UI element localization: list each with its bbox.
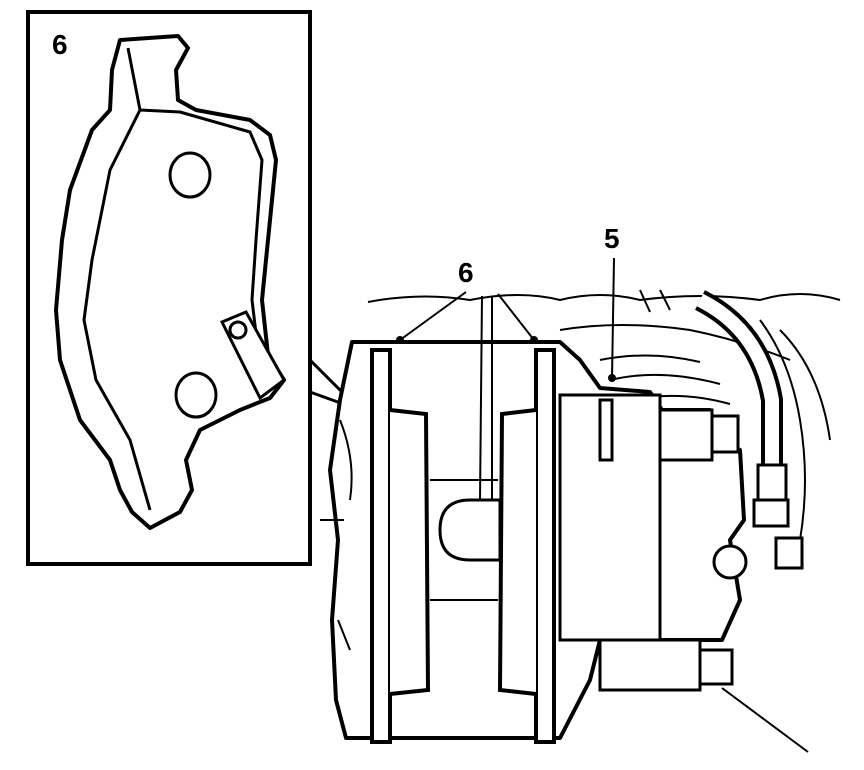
- pad-rivet-hole-lower: [174, 371, 218, 419]
- inset-callout-label: 6: [52, 29, 68, 60]
- pad-friction-lining: [82, 47, 264, 511]
- pad-backing-plate: [54, 34, 286, 530]
- lower-guide-pin-bolt: [598, 638, 734, 692]
- outer-pad-lining: [389, 408, 431, 696]
- caliper-callout-label: 5: [604, 223, 620, 254]
- brake-hose: [694, 290, 790, 528]
- steering-knuckle-edge: [320, 419, 353, 651]
- pad-rivet-hole-upper: [168, 151, 212, 199]
- upper-guide-pin-bolt: [658, 408, 740, 462]
- pads-callout: 6: [396, 257, 538, 501]
- wear-indicator-clip: [219, 310, 286, 401]
- inner-pad-lining: [497, 408, 537, 696]
- bleed-nipple: [712, 536, 804, 580]
- outer-pad-backing-plate: [370, 348, 392, 744]
- caliper-piston: [438, 498, 502, 562]
- bracket-leader: [721, 687, 809, 753]
- suspension-background: [367, 289, 841, 541]
- pad-detail-inset: 6: [26, 10, 362, 566]
- pads-callout-label: 6: [458, 257, 474, 288]
- caliper-callout: 5: [604, 223, 620, 382]
- inner-pad-backing-plate: [534, 348, 556, 744]
- brake-caliper: [320, 340, 809, 753]
